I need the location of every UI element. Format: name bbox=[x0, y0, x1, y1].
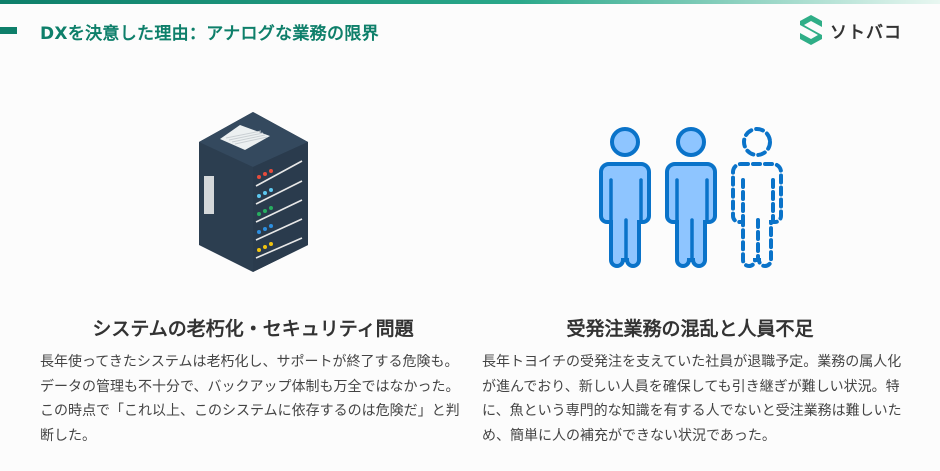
staffing-issue-title: 受発注業務の混乱と人員不足 bbox=[566, 318, 814, 340]
title-marker bbox=[0, 27, 17, 34]
logo: ソトバコ bbox=[798, 14, 902, 46]
top-accent-bar bbox=[0, 0, 940, 4]
system-issue-text: 長年使ってきたシステムは老朽化し、サポートが終了する危険も。データの管理も不十分… bbox=[40, 354, 460, 445]
system-issue-title: システムの老朽化・セキュリティ問題 bbox=[92, 318, 414, 340]
person-icon bbox=[599, 127, 651, 268]
people-missing-person-icon bbox=[599, 127, 783, 268]
person-icon bbox=[665, 127, 717, 268]
page-title: DXを決意した理由：アナログな業務の限界 bbox=[40, 24, 379, 44]
staffing-issue-text: 長年トヨイチの受発注を支えていた社員が退職予定。業務の属人化が進んでおり、新しい… bbox=[482, 354, 902, 445]
logo-text: ソトバコ bbox=[830, 22, 902, 43]
server-rack-icon bbox=[199, 112, 308, 272]
logo-icon bbox=[800, 15, 822, 45]
missing-person-icon bbox=[731, 127, 783, 268]
